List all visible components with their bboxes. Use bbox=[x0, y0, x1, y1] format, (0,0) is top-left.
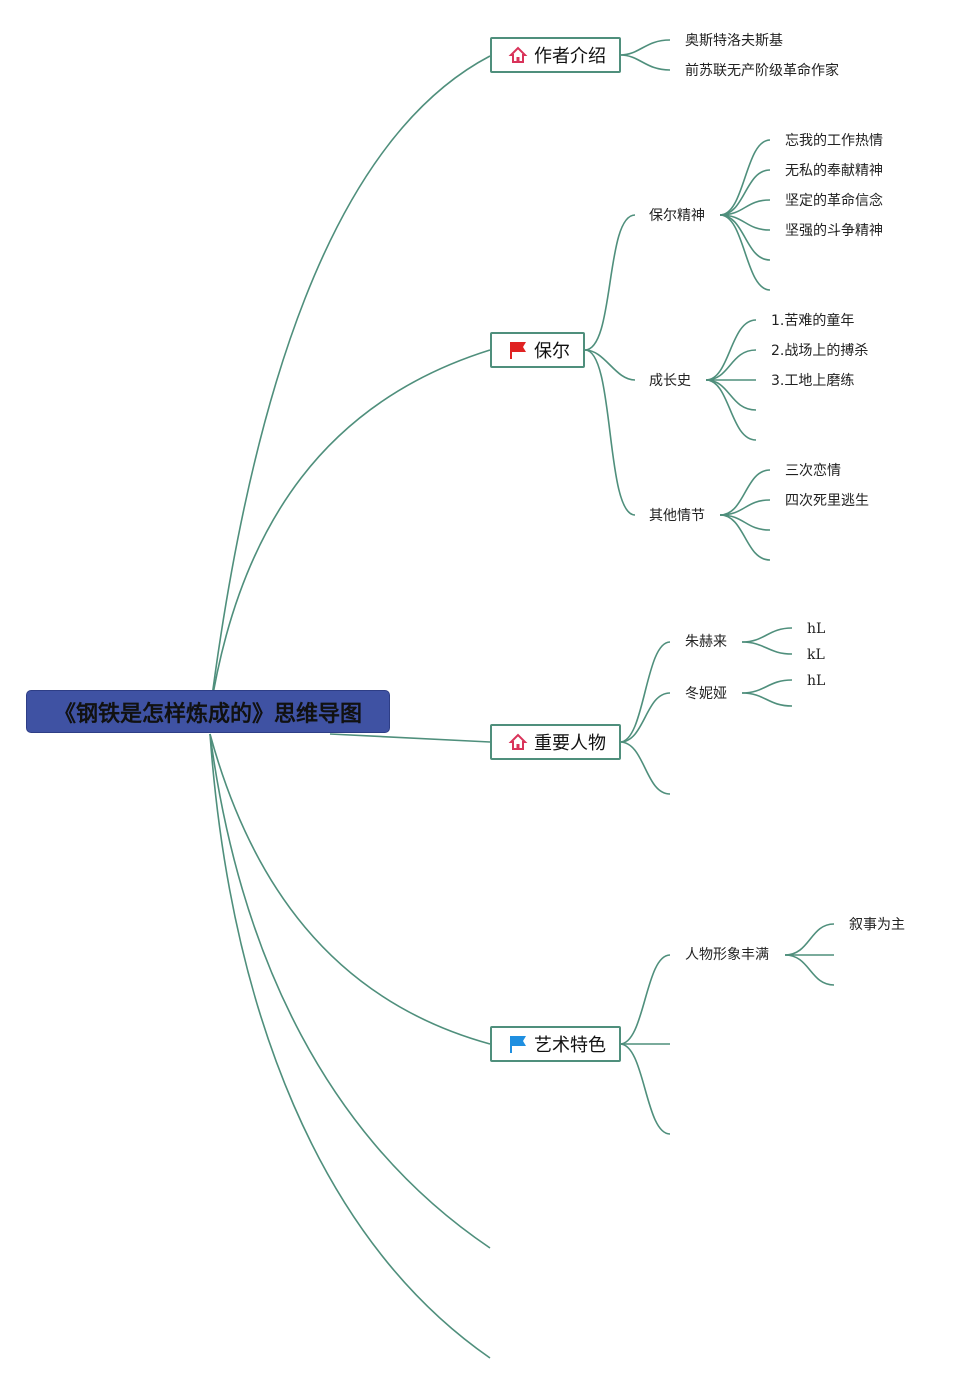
link-root-people bbox=[329, 733, 491, 743]
house-icon bbox=[508, 732, 528, 752]
blue-flag-icon bbox=[508, 1034, 528, 1054]
subtopic-paul-other[interactable]: 其他情节 bbox=[649, 508, 705, 524]
subtopic-zhu[interactable]: 朱赫来 bbox=[685, 634, 727, 650]
growth-item[interactable]: 1.苦难的童年 bbox=[771, 313, 855, 329]
house-icon bbox=[508, 45, 528, 65]
spirit-item[interactable]: 忘我的工作热情 bbox=[785, 133, 883, 149]
other-item[interactable]: 三次恋情 bbox=[785, 463, 841, 479]
spirit-item[interactable]: 无私的奉献精神 bbox=[785, 163, 883, 179]
topic-paul[interactable]: 保尔 bbox=[490, 332, 585, 368]
zhu-item[interactable]: kL bbox=[807, 647, 825, 663]
character-item[interactable]: 叙事为主 bbox=[849, 917, 905, 933]
topic-people-label: 重要人物 bbox=[534, 733, 606, 754]
topic-art[interactable]: 艺术特色 bbox=[490, 1026, 621, 1062]
central-topic[interactable]: 《钢铁是怎样炼成的》思维导图 bbox=[26, 690, 390, 733]
dong-item[interactable]: hL bbox=[807, 673, 826, 689]
growth-item[interactable]: 2.战场上的搏杀 bbox=[771, 343, 869, 359]
spirit-item[interactable]: 坚定的革命信念 bbox=[785, 193, 883, 209]
author-item[interactable]: 前苏联无产阶级革命作家 bbox=[685, 63, 839, 79]
topic-people[interactable]: 重要人物 bbox=[490, 724, 621, 760]
link-root-author bbox=[209, 55, 491, 713]
topic-art-label: 艺术特色 bbox=[534, 1035, 606, 1056]
zhu-item[interactable]: hL bbox=[807, 621, 826, 637]
other-item[interactable]: 四次死里逃生 bbox=[785, 493, 869, 509]
red-flag-icon bbox=[508, 340, 528, 360]
subtopic-paul-growth[interactable]: 成长史 bbox=[649, 373, 691, 389]
link-root-empty-1 bbox=[209, 733, 491, 1249]
subtopic-character[interactable]: 人物形象丰满 bbox=[685, 947, 769, 963]
author-item[interactable]: 奥斯特洛夫斯基 bbox=[685, 33, 783, 49]
spirit-item[interactable]: 坚强的斗争精神 bbox=[785, 223, 883, 239]
link-root-paul bbox=[209, 349, 491, 713]
topic-author-label: 作者介绍 bbox=[534, 46, 606, 67]
topic-paul-label: 保尔 bbox=[534, 341, 570, 362]
link-root-art bbox=[209, 733, 491, 1045]
growth-item[interactable]: 3.工地上磨练 bbox=[771, 373, 855, 389]
subtopic-dong[interactable]: 冬妮娅 bbox=[685, 686, 727, 702]
topic-author[interactable]: 作者介绍 bbox=[490, 37, 621, 73]
link-root-empty-2 bbox=[209, 733, 491, 1359]
subtopic-paul-spirit[interactable]: 保尔精神 bbox=[649, 208, 705, 224]
